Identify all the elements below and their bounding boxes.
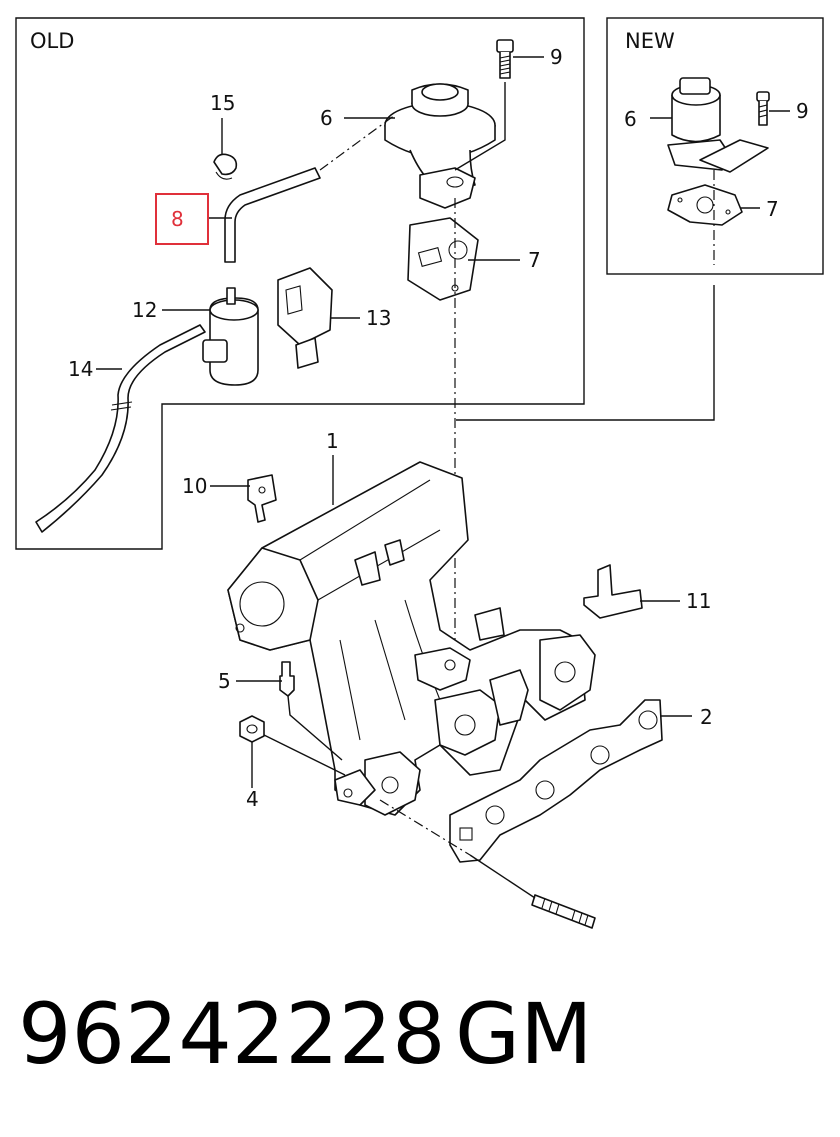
- box-connector: [456, 285, 715, 421]
- egr-valve-new: [667, 77, 769, 173]
- bolt-new: [756, 91, 770, 126]
- callout-1: 1: [326, 429, 339, 453]
- nut-4: [239, 715, 265, 743]
- gasket-old: [407, 217, 479, 301]
- old-box-frame: [15, 17, 585, 550]
- vacuum-dash-line: [319, 114, 396, 171]
- hose-clip: [213, 153, 238, 180]
- solenoid-valve: [202, 287, 259, 386]
- callout-10: 10: [182, 474, 207, 498]
- callout-7-old: 7: [528, 248, 541, 272]
- callout-8: 8: [171, 207, 184, 231]
- stud: [531, 894, 596, 929]
- callout-15: 15: [210, 91, 235, 115]
- new-box-label: NEW: [625, 29, 675, 53]
- callout-9-new: 9: [796, 99, 809, 123]
- bracket-10: [247, 474, 277, 523]
- callout-6-old: 6: [320, 106, 333, 130]
- manifold-gasket: [449, 699, 663, 863]
- bolt-old: [496, 39, 514, 79]
- callout-11: 11: [686, 589, 711, 613]
- long-vacuum-hose: [35, 324, 206, 533]
- callout-6-new: 6: [624, 107, 637, 131]
- bracket-11: [583, 564, 643, 619]
- callout-9-old: 9: [550, 45, 563, 69]
- solenoid-bracket: [277, 267, 333, 369]
- callout-8-highlight-box: [155, 193, 209, 245]
- old-box-label: OLD: [30, 29, 74, 53]
- callout-5: 5: [218, 669, 231, 693]
- callout-14: 14: [68, 357, 93, 381]
- intake-manifold: [227, 461, 596, 816]
- new-box-frame: [606, 17, 824, 275]
- callout-7-new: 7: [766, 197, 779, 221]
- callout-4: 4: [246, 787, 259, 811]
- egr-valve-old: [384, 83, 496, 209]
- leader-lines: [96, 56, 790, 788]
- vacuum-hose: [224, 167, 321, 263]
- callout-13: 13: [366, 306, 391, 330]
- gasket-new: [667, 184, 743, 226]
- part-number: 96242228: [18, 985, 446, 1083]
- fitting-5: [279, 661, 295, 697]
- callout-2: 2: [700, 705, 713, 729]
- brand-name: GM: [455, 985, 593, 1083]
- callout-12: 12: [132, 298, 157, 322]
